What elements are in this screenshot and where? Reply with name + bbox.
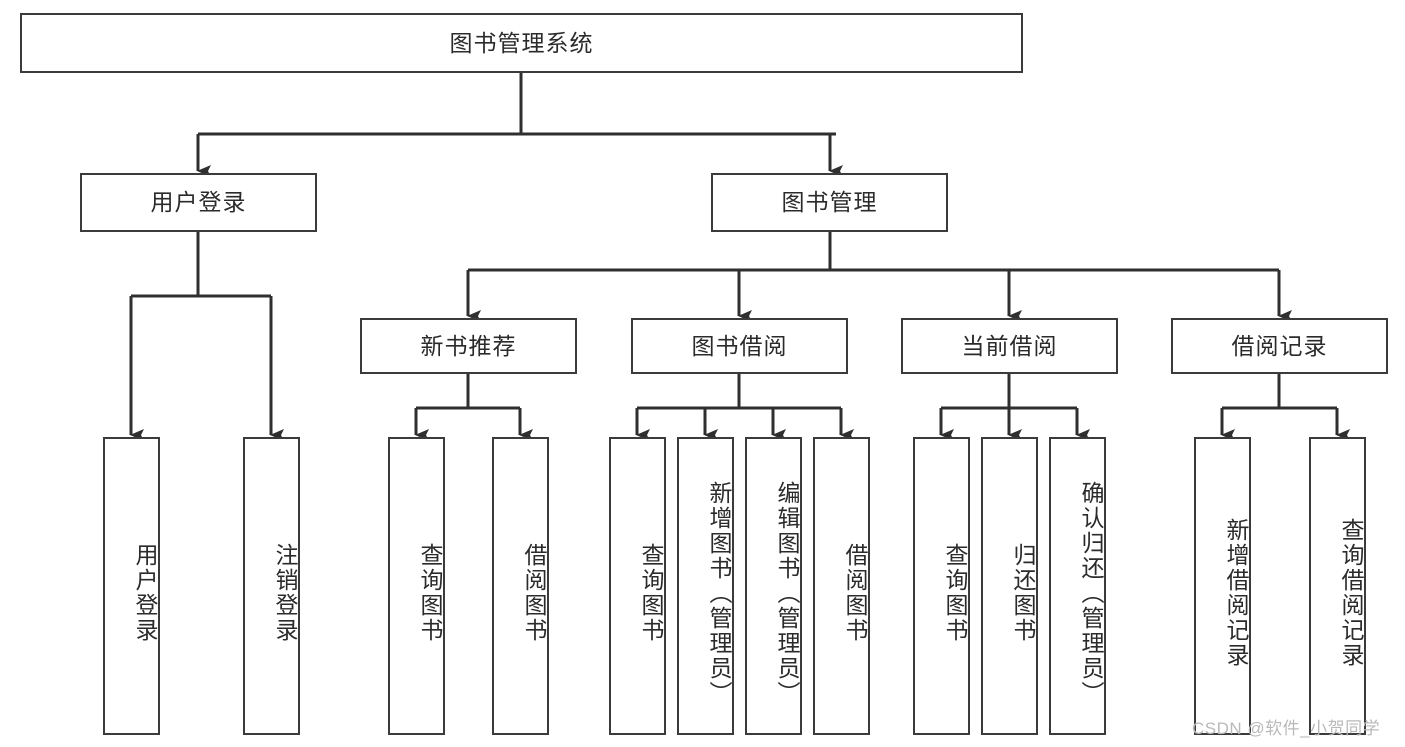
leaf-user-login-logout[interactable]: 注销登录 [243,437,300,735]
node-user-login[interactable]: 用户登录 [80,173,317,232]
node-label: 借阅图书 [842,543,868,643]
node-label: 编辑图书（管理员） [774,480,800,706]
node-label: 新书推荐 [420,332,517,359]
node-label: 图书管理 [781,189,878,216]
node-borrow-record[interactable]: 借阅记录 [1171,318,1388,374]
node-label: 图书借阅 [691,332,788,359]
node-book-borrow[interactable]: 图书借阅 [631,318,848,374]
leaf-new-book-query-book[interactable]: 查询图书 [388,437,445,735]
leaf-user-login-login[interactable]: 用户登录 [103,437,160,735]
node-label: 图书管理系统 [449,29,594,56]
leaf-book-borrow-query-book[interactable]: 查询图书 [609,437,666,735]
leaf-book-borrow-borrow-book[interactable]: 借阅图书 [813,437,870,735]
node-label: 当前借阅 [961,332,1058,359]
leaf-book-borrow-add-book-admin[interactable]: 新增图书（管理员） [677,437,734,735]
node-label: 归还图书 [1010,543,1036,643]
node-label: 新增图书（管理员） [706,480,732,706]
leaf-current-borrow-return-book[interactable]: 归还图书 [981,437,1038,735]
node-label: 查询图书 [417,543,443,643]
leaf-current-borrow-query-book[interactable]: 查询图书 [913,437,970,735]
node-book-management[interactable]: 图书管理 [711,173,948,232]
node-label: 查询图书 [638,543,664,643]
csdn-watermark: CSDN @软件_小贺同学 [1192,719,1381,738]
leaf-current-borrow-confirm-return-admin[interactable]: 确认归还（管理员） [1049,437,1106,735]
leaf-book-borrow-edit-book-admin[interactable]: 编辑图书（管理员） [745,437,802,735]
leaf-borrow-record-add-record[interactable]: 新增借阅记录 [1194,437,1251,735]
leaf-borrow-record-query-record[interactable]: 查询借阅记录 [1309,437,1366,735]
node-label: 借阅记录 [1231,332,1328,359]
node-label: 用户登录 [132,543,158,643]
leaf-new-book-borrow-book[interactable]: 借阅图书 [492,437,549,735]
node-new-book-recommend[interactable]: 新书推荐 [360,318,577,374]
node-root-book-management-system[interactable]: 图书管理系统 [20,13,1023,73]
node-label: 用户登录 [150,189,247,216]
node-label: 查询图书 [942,543,968,643]
node-label: 查询借阅记录 [1338,518,1364,668]
node-label: 新增借阅记录 [1223,518,1249,668]
node-label: 确认归还（管理员） [1078,480,1104,706]
node-label: 注销登录 [272,543,298,643]
node-label: 借阅图书 [521,543,547,643]
node-current-borrow[interactable]: 当前借阅 [901,318,1118,374]
